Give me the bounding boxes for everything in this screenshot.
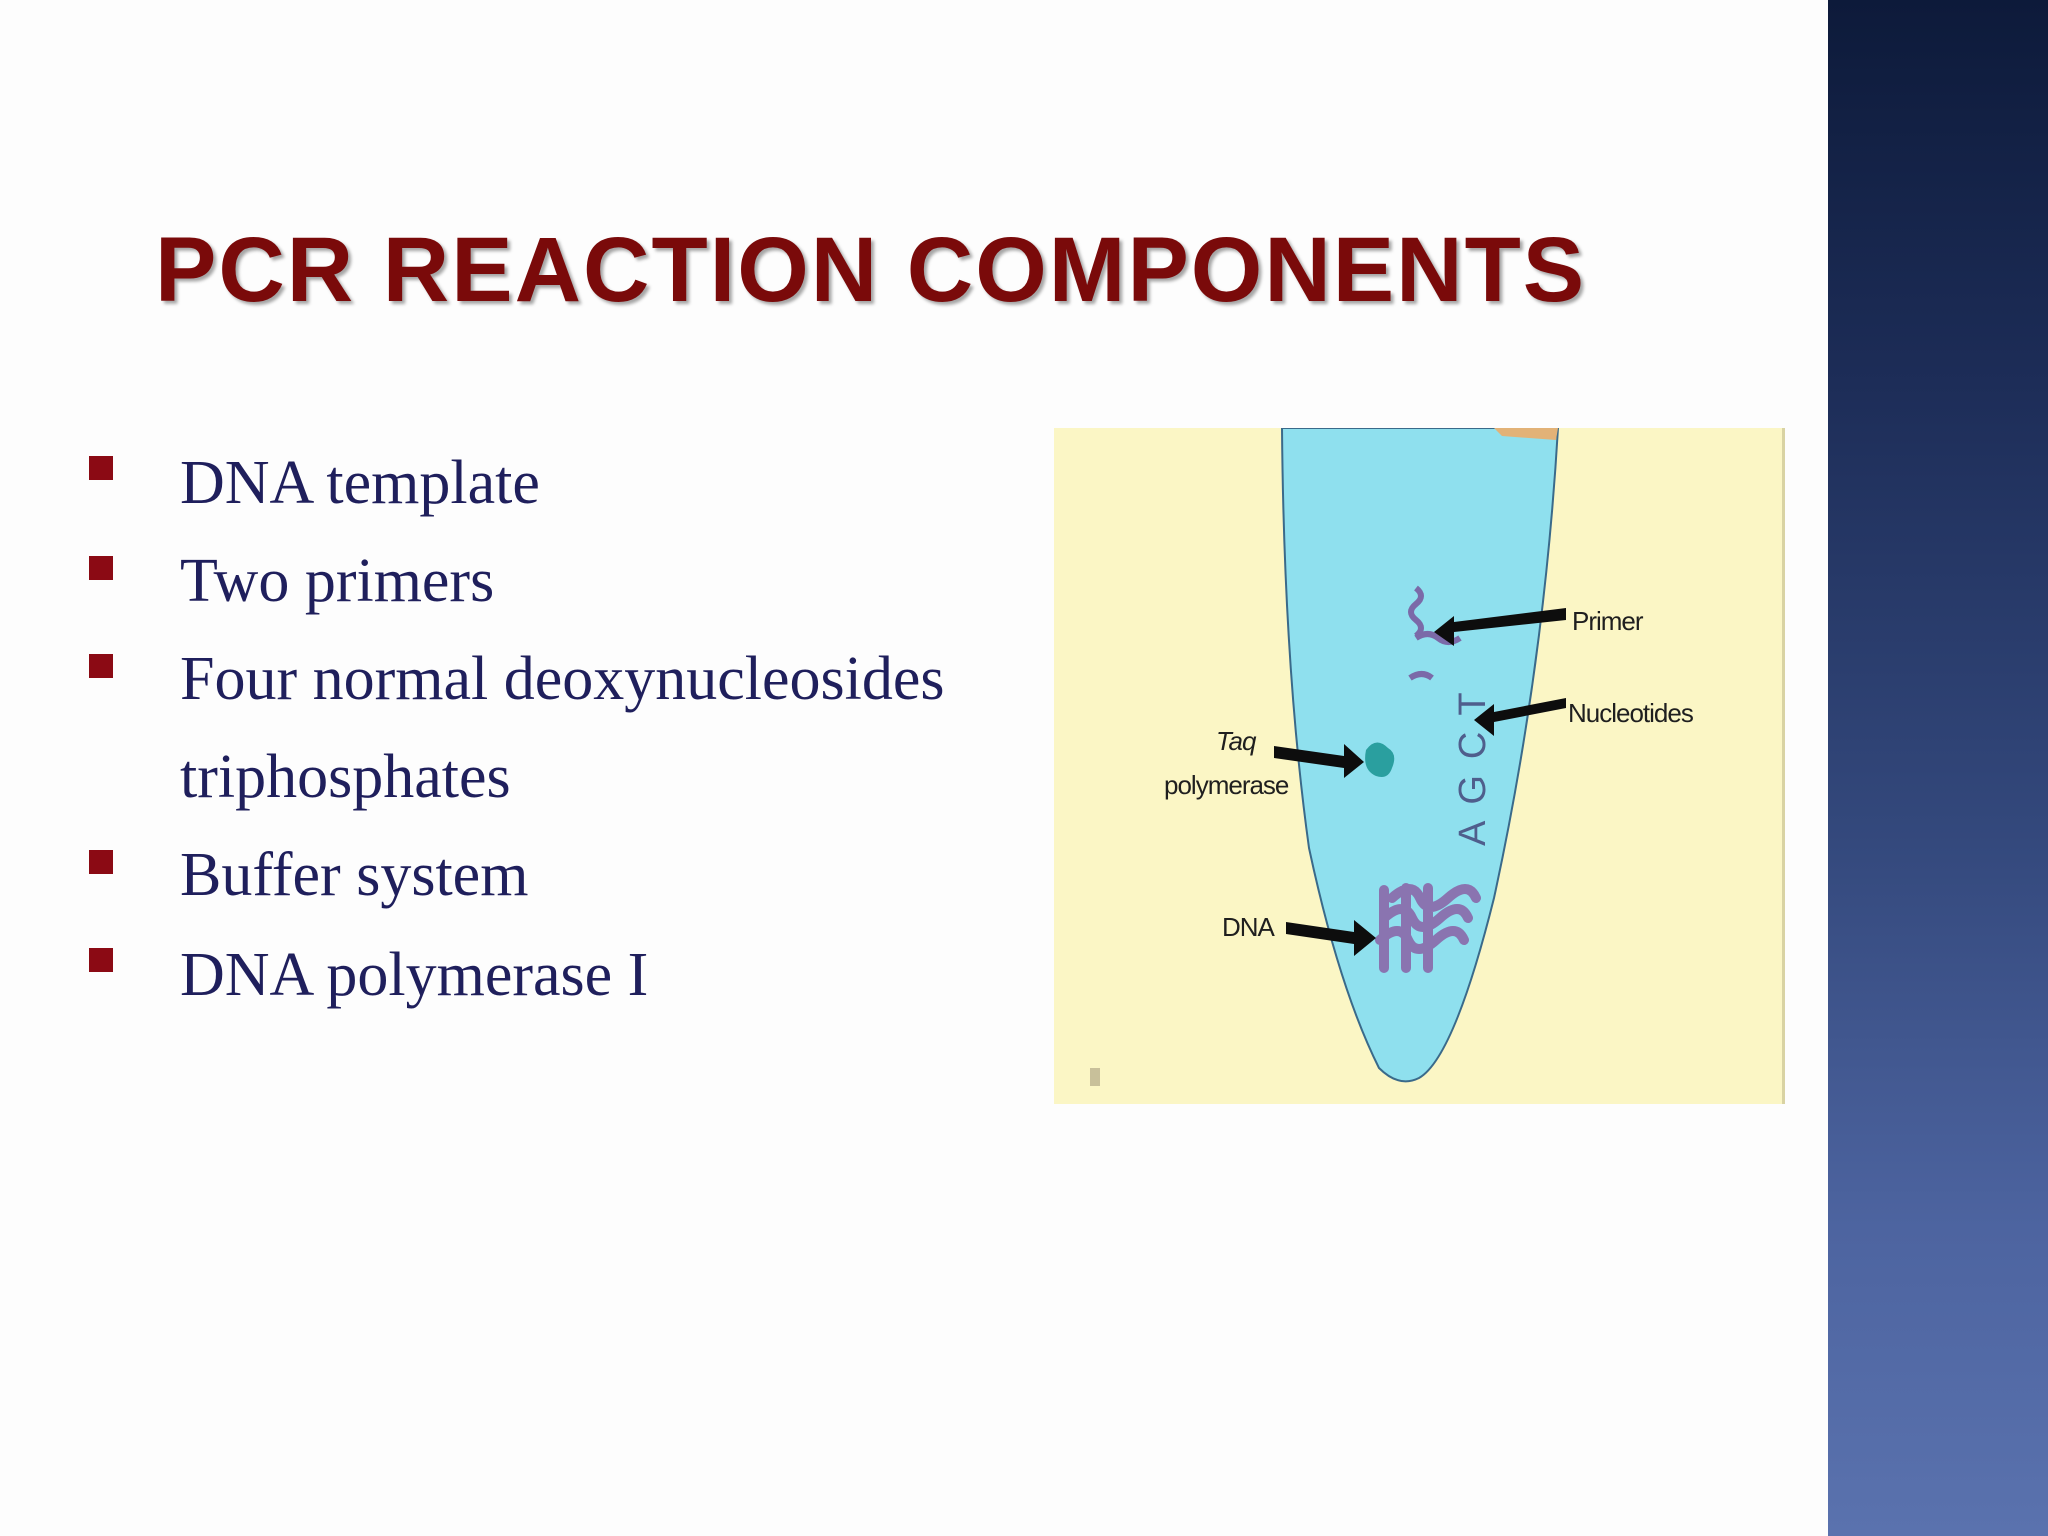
label-taq: Taq (1216, 726, 1256, 756)
bullet-text: Buffer system (180, 841, 529, 909)
label-nucleotides: Nucleotides (1568, 698, 1694, 728)
bullet-text: Two primers (180, 547, 495, 615)
primer-strand (1408, 671, 1434, 681)
nucleotide-letters: AGCT (1452, 676, 1494, 846)
arrow-nucleotides-icon (1474, 698, 1566, 736)
bullet-text: triphosphates (180, 743, 511, 811)
slide: PCR REACTION COMPONENTS DNA template Two… (89, 219, 1785, 1104)
bullet-text: Four normal deoxynucleosides (180, 645, 945, 713)
tube-cap-tint (1494, 428, 1558, 440)
pcr-tube-figure: Primer Nucleotides Taq polymerase DNA AG… (1054, 428, 1785, 1104)
bullet-marker-icon (89, 456, 113, 480)
arrow-primer-icon (1434, 608, 1566, 646)
slide-title: PCR REACTION COMPONENTS (155, 219, 1587, 321)
bullet-marker-icon (89, 556, 113, 580)
bullet-marker-icon (89, 948, 113, 972)
label-primer: Primer (1572, 606, 1644, 636)
pcr-tube-shape (1280, 428, 1560, 1083)
label-dna: DNA (1222, 912, 1275, 942)
arrow-dna-icon (1286, 920, 1376, 956)
primer-strand (1408, 585, 1424, 639)
arrow-icons (1274, 608, 1566, 956)
corner-mark (1090, 1068, 1100, 1086)
bullet-text: DNA template (180, 449, 540, 517)
bullet-marker-icon (89, 654, 113, 678)
label-polymerase: polymerase (1164, 770, 1289, 800)
arrow-taq-icon (1274, 744, 1364, 778)
bullet-text: DNA polymerase I (180, 941, 649, 1009)
bullet-marker-icon (89, 850, 113, 874)
taq-polymerase-blob (1365, 742, 1395, 777)
decorative-side-band (1828, 0, 2048, 1536)
pcr-tube-illustration (1090, 428, 1566, 1086)
dna-coil (1375, 883, 1481, 973)
